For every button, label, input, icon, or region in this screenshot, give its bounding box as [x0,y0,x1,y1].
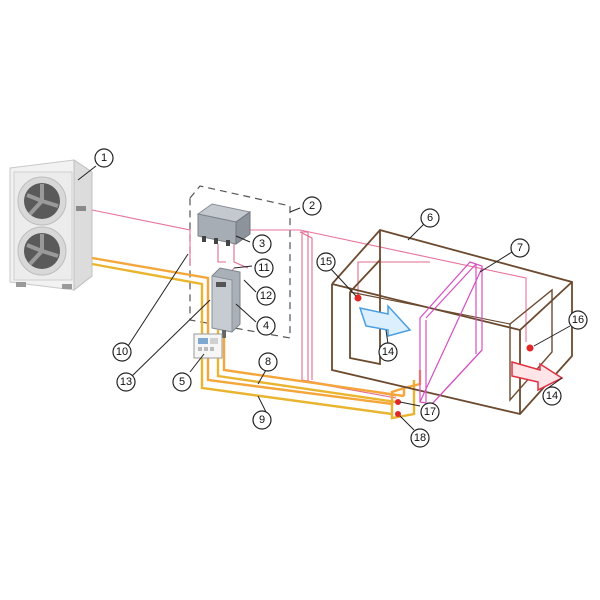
callout-13: 13 [116,372,136,392]
callout-15: 15 [316,252,336,272]
sensor-dot-16 [526,344,534,352]
callout-4-label: 4 [263,320,269,332]
callout-2-label: 2 [309,200,315,212]
callout-4: 4 [256,316,276,336]
callout-3: 3 [252,234,272,254]
callout-1-label: 1 [101,152,107,164]
callout-2: 2 [302,196,322,216]
callout-1: 1 [94,148,114,168]
callout-6: 6 [420,208,440,228]
callout-9-label: 9 [259,414,265,426]
leader-lines [77,165,571,431]
enclosure-boundary [189,185,291,339]
coil-icon [419,261,483,405]
callout-14a-label: 14 [382,346,394,358]
callout-14b-label: 14 [546,390,558,402]
callout-15-label: 15 [320,256,332,268]
sensor-dot-15 [354,294,362,302]
callout-8-label: 8 [265,356,271,368]
airflow-arrow-icon [358,304,564,392]
callout-18: 18 [410,428,430,448]
callout-3-label: 3 [259,238,265,250]
callout-16-label: 16 [572,314,584,326]
callout-18-label: 18 [414,432,426,444]
sensor-dot-18 [395,411,401,417]
callout-14b: 14 [542,386,562,406]
outdoor-unit-icon [9,159,93,292]
callout-7: 7 [510,238,530,258]
callout-17: 17 [420,402,440,422]
callout-9: 9 [252,410,272,430]
callout-16: 16 [568,310,588,330]
callout-12: 12 [256,286,276,306]
callout-13-label: 13 [120,376,132,388]
expansion-valve-kit-icon [211,267,241,338]
callout-11-label: 11 [258,262,269,274]
callout-7-label: 7 [517,242,523,254]
callout-10: 10 [112,342,132,362]
callout-8: 8 [258,352,278,372]
callout-12-label: 12 [260,290,272,302]
callout-5-label: 5 [179,376,185,388]
callout-10-label: 10 [116,346,128,358]
callout-5: 5 [172,372,192,392]
callout-6-label: 6 [427,212,433,224]
callout-17-label: 17 [424,406,436,418]
control-box-icon [196,203,252,246]
sensor-dot-17 [395,399,401,405]
callout-14a: 14 [378,342,398,362]
control-wiring [91,209,527,399]
refrigerant-piping [91,256,422,420]
remote-controller-icon [193,333,223,359]
callout-11: 11 [254,258,274,278]
